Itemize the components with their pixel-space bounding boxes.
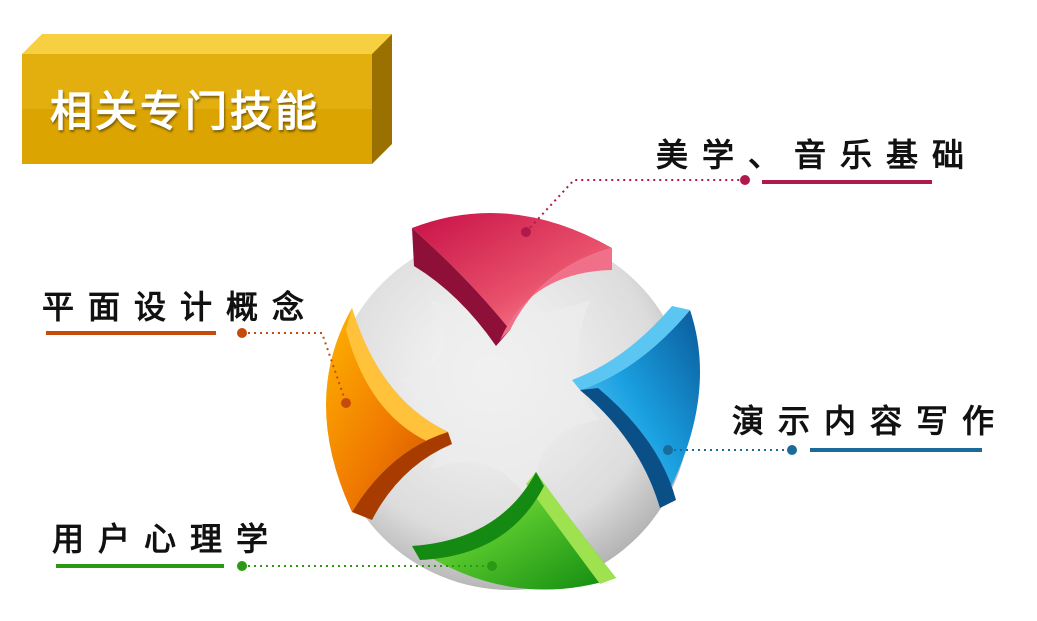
title-banner [22,34,392,164]
connector-left [242,332,347,404]
page-title: 相关专门技能 [50,87,321,136]
underline-bottom [56,564,224,568]
underline-top [762,180,932,184]
underline-left [46,331,216,335]
label-aesthetics-music: 美学、音乐基础 [656,136,979,174]
petal-orange [326,308,452,520]
label-user-psychology: 用户心理学 [52,520,283,558]
label-graphic-design: 平面设计概念 [42,288,319,326]
petal-blue [572,306,700,508]
petal-green [412,472,616,590]
label-presentation-writing: 演示内容写作 [732,402,1009,440]
petal-red [412,212,612,346]
underline-right [810,448,982,452]
connector-top [525,179,745,233]
